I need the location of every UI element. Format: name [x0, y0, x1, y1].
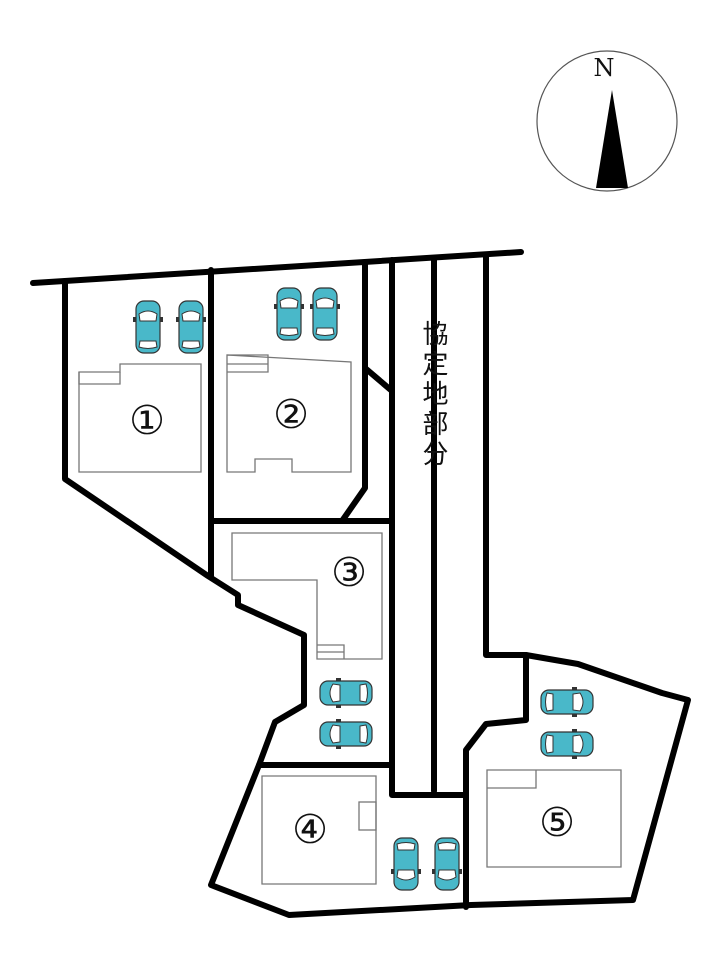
- lot-5-west-edge: [463, 652, 529, 798]
- car-icon: [175, 300, 207, 354]
- lot-label-1: ①: [129, 398, 165, 444]
- lot-label-2: ②: [273, 392, 309, 438]
- car-icon: [431, 837, 463, 891]
- shared-road-label: 協定地部分: [418, 320, 448, 470]
- lot-2-flag: [339, 365, 368, 524]
- lot-label-3: ③: [331, 550, 367, 596]
- car-icon: [273, 287, 305, 341]
- car-icon: [540, 728, 594, 760]
- lot-label-4: ④: [292, 807, 328, 853]
- car-icon: [319, 677, 373, 709]
- north-label: N: [594, 54, 615, 82]
- house-outline-5: [486, 769, 622, 868]
- car-icon: [390, 837, 422, 891]
- house-outline-2: [226, 354, 352, 473]
- house-outline-3: [231, 532, 383, 660]
- lot-boundaries: [30, 249, 691, 918]
- car-icon: [132, 300, 164, 354]
- lot-label-5: ⑤: [539, 800, 575, 846]
- car-icon: [309, 287, 341, 341]
- north-compass-icon: N: [536, 50, 678, 192]
- house-outline-4: [261, 775, 377, 885]
- outer-boundary: [62, 253, 691, 918]
- shared-road-west-edge: [389, 257, 469, 798]
- lot-labels: ① ② ③ ④ ⑤: [129, 392, 575, 853]
- lot-2-east-edge: [362, 259, 395, 394]
- road-edge: [30, 249, 524, 286]
- building-outlines: [78, 354, 622, 885]
- car-icon: [540, 686, 594, 718]
- car-icon: [319, 718, 373, 750]
